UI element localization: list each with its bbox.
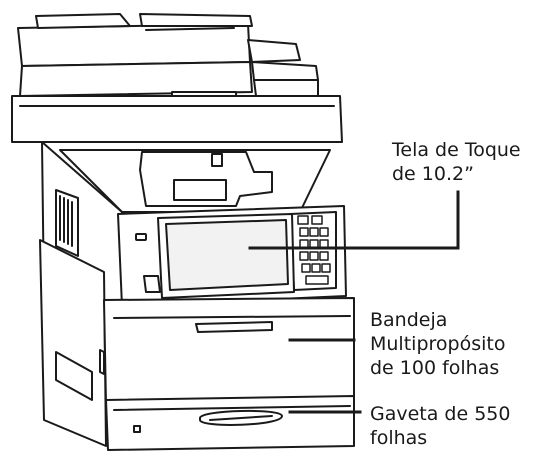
drawer-label: Gaveta de 550 folhas	[370, 402, 511, 450]
paper-drawer	[105, 395, 355, 451]
touch-screen-label-line2: de 10.2”	[392, 163, 474, 185]
mp-tray-label-line2: Multipropósito	[370, 333, 506, 355]
touch-screen	[157, 213, 295, 299]
drawer-label-line1: Gaveta de 550	[370, 403, 511, 425]
printer-body	[39, 141, 123, 447]
mp-tray-label-line3: de 100 folhas	[370, 357, 500, 379]
scanner-base	[11, 95, 343, 143]
mp-tray-label-line1: Bandeja	[370, 309, 448, 331]
touch-screen-label-line1: Tela de Toque	[392, 139, 521, 161]
touch-screen-label: Tela de Toque de 10.2”	[392, 138, 521, 186]
multipurpose-tray	[103, 297, 355, 405]
touch-screen-leader-line	[248, 190, 460, 250]
mp-tray-label: Bandeja Multipropósito de 100 folhas	[370, 308, 505, 380]
keypad	[297, 215, 331, 285]
output-bay	[59, 149, 331, 213]
document-feeder	[17, 13, 319, 103]
drawer-label-line2: folhas	[370, 427, 428, 449]
